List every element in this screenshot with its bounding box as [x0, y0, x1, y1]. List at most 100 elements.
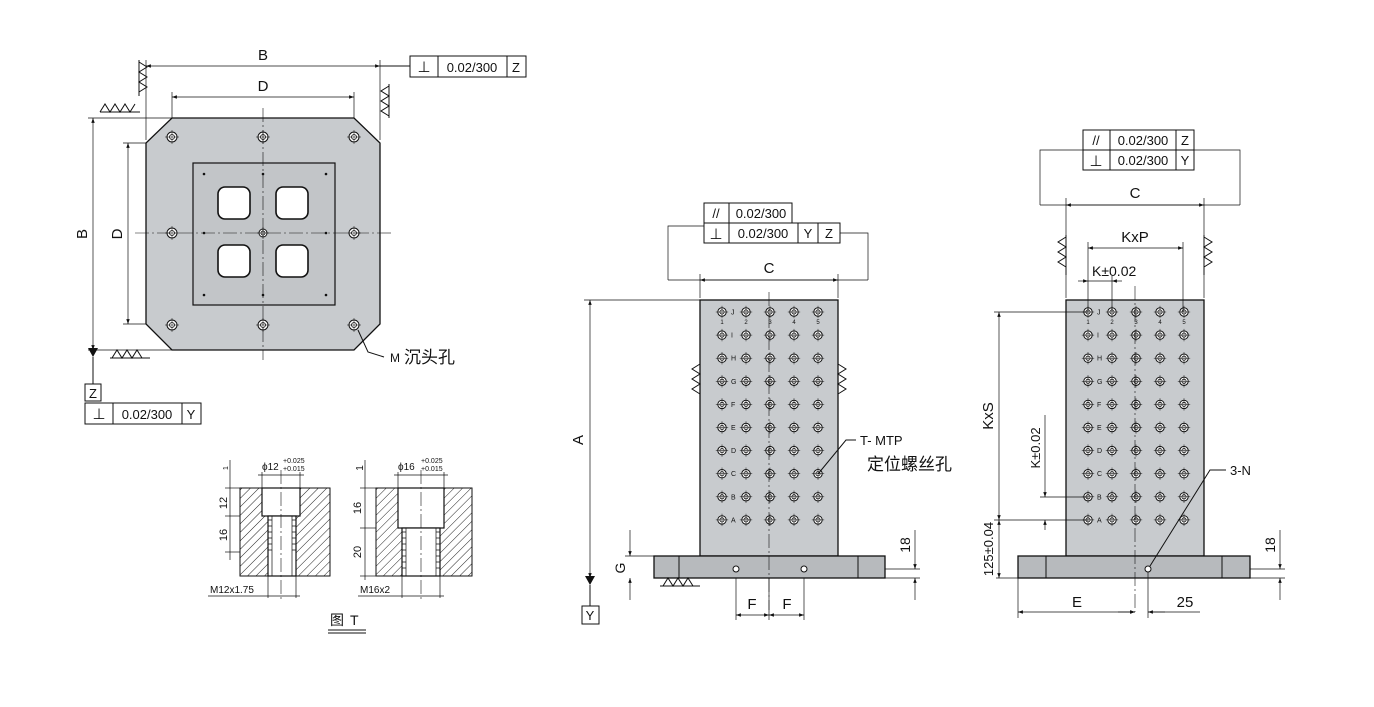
hole	[1105, 513, 1119, 527]
hole	[787, 352, 801, 365]
svg-text:0.02/300: 0.02/300	[1118, 133, 1169, 148]
hole	[715, 513, 729, 527]
callout-3N: 3-N	[1230, 463, 1251, 478]
dim-D-side: D	[109, 228, 126, 239]
row-label: D	[1097, 448, 1102, 455]
dim-G: G	[612, 563, 628, 574]
hole	[1105, 490, 1119, 503]
svg-text:0.02/300: 0.02/300	[736, 206, 787, 221]
svg-text:Z: Z	[512, 60, 520, 75]
hole	[165, 226, 179, 240]
hole	[739, 444, 753, 457]
row-label: I	[1097, 333, 1099, 340]
hole	[715, 490, 729, 503]
hole	[1081, 375, 1095, 388]
hole	[811, 398, 825, 411]
fcf-front: // 0.02/300 ⊥ 0.02/300 Y Z	[667, 202, 869, 280]
hole	[763, 513, 777, 527]
hole	[787, 328, 801, 342]
hole	[347, 318, 361, 332]
callout-T-MTP: T- MTP	[860, 433, 903, 448]
detail-T: 1 12 16 ϕ12 +0.025 +0.015 M12x1.75	[208, 458, 473, 634]
hole	[763, 444, 777, 457]
hole	[811, 305, 825, 319]
hole	[739, 513, 753, 527]
svg-text:Z: Z	[1181, 133, 1189, 148]
hole	[1153, 375, 1167, 388]
col-label: 1	[1086, 320, 1090, 326]
col-label: 2	[1110, 320, 1114, 326]
surface-symbols	[99, 60, 390, 359]
hole	[811, 490, 825, 503]
dim-KxP: KxP	[1121, 229, 1149, 246]
col-label: 4	[792, 320, 796, 326]
svg-text:ϕ16: ϕ16	[398, 462, 415, 473]
svg-text:16: 16	[352, 502, 364, 514]
hole	[739, 328, 753, 342]
side-base	[1017, 555, 1251, 579]
hole	[1129, 328, 1143, 342]
svg-text:1: 1	[355, 465, 366, 471]
hole	[1177, 444, 1191, 457]
hole	[763, 328, 777, 342]
row-label: F	[731, 402, 735, 409]
hole	[811, 352, 825, 365]
hole	[811, 444, 825, 457]
datum-Z-label: Z	[89, 386, 97, 401]
fcf-bottom-left: ⊥ 0.02/300 Y	[84, 402, 202, 425]
hole	[1105, 328, 1119, 342]
dim-125: 125±0.04	[981, 522, 996, 576]
hole	[1081, 328, 1095, 342]
col-label: 2	[744, 320, 748, 326]
hole	[1153, 421, 1167, 434]
fcf-top-right: ⊥ 0.02/300 Z	[380, 55, 527, 78]
svg-text:Z: Z	[825, 226, 833, 241]
hole	[1153, 444, 1167, 457]
hole	[1129, 352, 1143, 365]
hole	[787, 305, 801, 319]
row-label: B	[731, 494, 736, 501]
hole	[787, 444, 801, 457]
svg-text:12: 12	[218, 497, 230, 509]
hole	[165, 130, 179, 144]
section-left: 1 12 16 ϕ12 +0.025 +0.015 M12x1.75	[208, 458, 331, 600]
hole	[763, 398, 777, 411]
callout-M: M	[390, 351, 400, 365]
hole	[1105, 352, 1119, 365]
row-label: A	[1097, 517, 1102, 524]
hole	[1153, 490, 1167, 503]
col-label: 5	[1182, 320, 1186, 326]
hole	[1177, 421, 1191, 434]
dim-E: E	[1072, 594, 1082, 611]
svg-text:M16x2: M16x2	[360, 585, 390, 596]
hole	[1129, 513, 1143, 527]
svg-text:0.02/300: 0.02/300	[738, 226, 789, 241]
hole	[715, 421, 729, 434]
row-label: E	[731, 425, 736, 432]
hole	[763, 467, 777, 480]
hole	[1177, 513, 1191, 527]
svg-text:20: 20	[352, 546, 364, 558]
hole	[1129, 305, 1143, 319]
hole	[715, 328, 729, 342]
hole	[1105, 467, 1119, 480]
row-label: E	[1097, 425, 1102, 432]
col-label: 5	[816, 320, 820, 326]
hole	[787, 513, 801, 527]
hole	[1153, 305, 1167, 319]
dim-18-front: 18	[897, 537, 913, 553]
hole	[787, 375, 801, 388]
dim-K-vertical: K±0.02	[1028, 427, 1043, 468]
svg-text:M12x1.75: M12x1.75	[210, 585, 254, 596]
row-label: D	[731, 448, 736, 455]
hole	[811, 375, 825, 388]
hole	[1129, 375, 1143, 388]
col-label: 3	[768, 320, 772, 326]
row-label: J	[1097, 310, 1101, 317]
dim-18-side: 18	[1262, 537, 1278, 553]
dim-B-side: B	[74, 229, 91, 239]
svg-text:Y: Y	[187, 407, 196, 422]
hole	[1129, 398, 1143, 411]
